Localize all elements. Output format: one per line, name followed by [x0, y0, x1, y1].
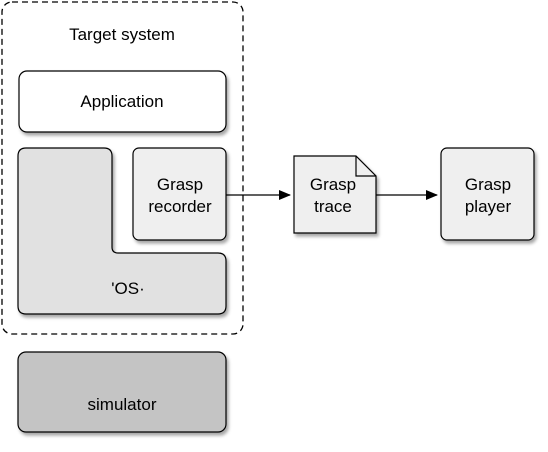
grasp-recorder-label-line1: Grasp	[157, 175, 203, 194]
grasp-trace-label-line1: Grasp	[310, 175, 356, 194]
grasp-player-label-line2: player	[465, 197, 512, 216]
grasp-player-label-line1: Grasp	[465, 175, 511, 194]
simulator-box: simulator	[17, 351, 227, 433]
target-system-label: Target system	[69, 25, 175, 44]
simulator-label: simulator	[88, 395, 157, 414]
grasp-recorder-box: Grasp recorder	[132, 147, 227, 241]
os-box: 'OS·	[17, 147, 227, 315]
document-corner-fold	[355, 156, 376, 177]
application-box: Application	[18, 70, 227, 133]
application-label: Application	[80, 92, 163, 111]
os-label: 'OS·	[111, 279, 144, 298]
target-system-boundary: Target system	[1, 1, 244, 335]
grasp-player-box: Grasp player	[440, 147, 535, 241]
grasp-recorder-label-line2: recorder	[148, 197, 212, 216]
grasp-trace-document: Grasp trace	[293, 155, 377, 234]
grasp-trace-label-line2: trace	[314, 197, 352, 216]
